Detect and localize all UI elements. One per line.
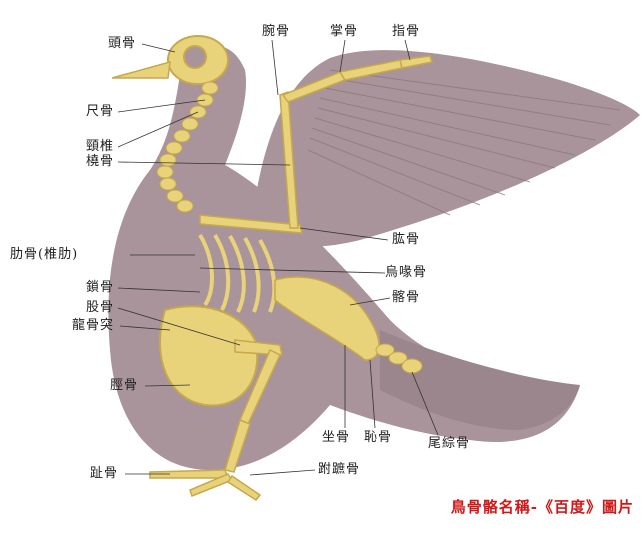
label-ribs: 肋骨(椎肋) (10, 247, 78, 263)
label-tarsometatarsus: 跗蹠骨 (318, 462, 360, 478)
label-phalanx: 指骨 (392, 24, 420, 40)
label-metacarpus: 掌骨 (330, 24, 358, 40)
label-femur: 股骨 (86, 300, 114, 316)
image-caption: 鳥骨骼名稱-《百度》圖片 (451, 496, 634, 517)
label-pygostyle: 尾綜骨 (428, 436, 470, 452)
label-carpus: 腕骨 (262, 24, 290, 40)
label-ischium: 坐骨 (322, 430, 350, 446)
label-keel: 龍骨突 (72, 318, 114, 334)
wing-silhouette (255, 50, 640, 246)
label-tibia: 脛骨 (110, 378, 138, 394)
label-cervical: 頸椎 (86, 139, 114, 155)
label-clavicle: 鎖骨 (86, 280, 114, 296)
label-skull: 頭骨 (108, 36, 136, 52)
label-ilium: 髂骨 (392, 290, 420, 306)
label-pubis: 恥骨 (364, 430, 392, 446)
label-radius: 橈骨 (86, 154, 114, 170)
label-ulna: 尺骨 (86, 104, 114, 120)
label-humerus: 肱骨 (392, 232, 420, 248)
label-toe: 趾骨 (90, 466, 118, 482)
label-coracoid: 烏喙骨 (385, 265, 427, 281)
